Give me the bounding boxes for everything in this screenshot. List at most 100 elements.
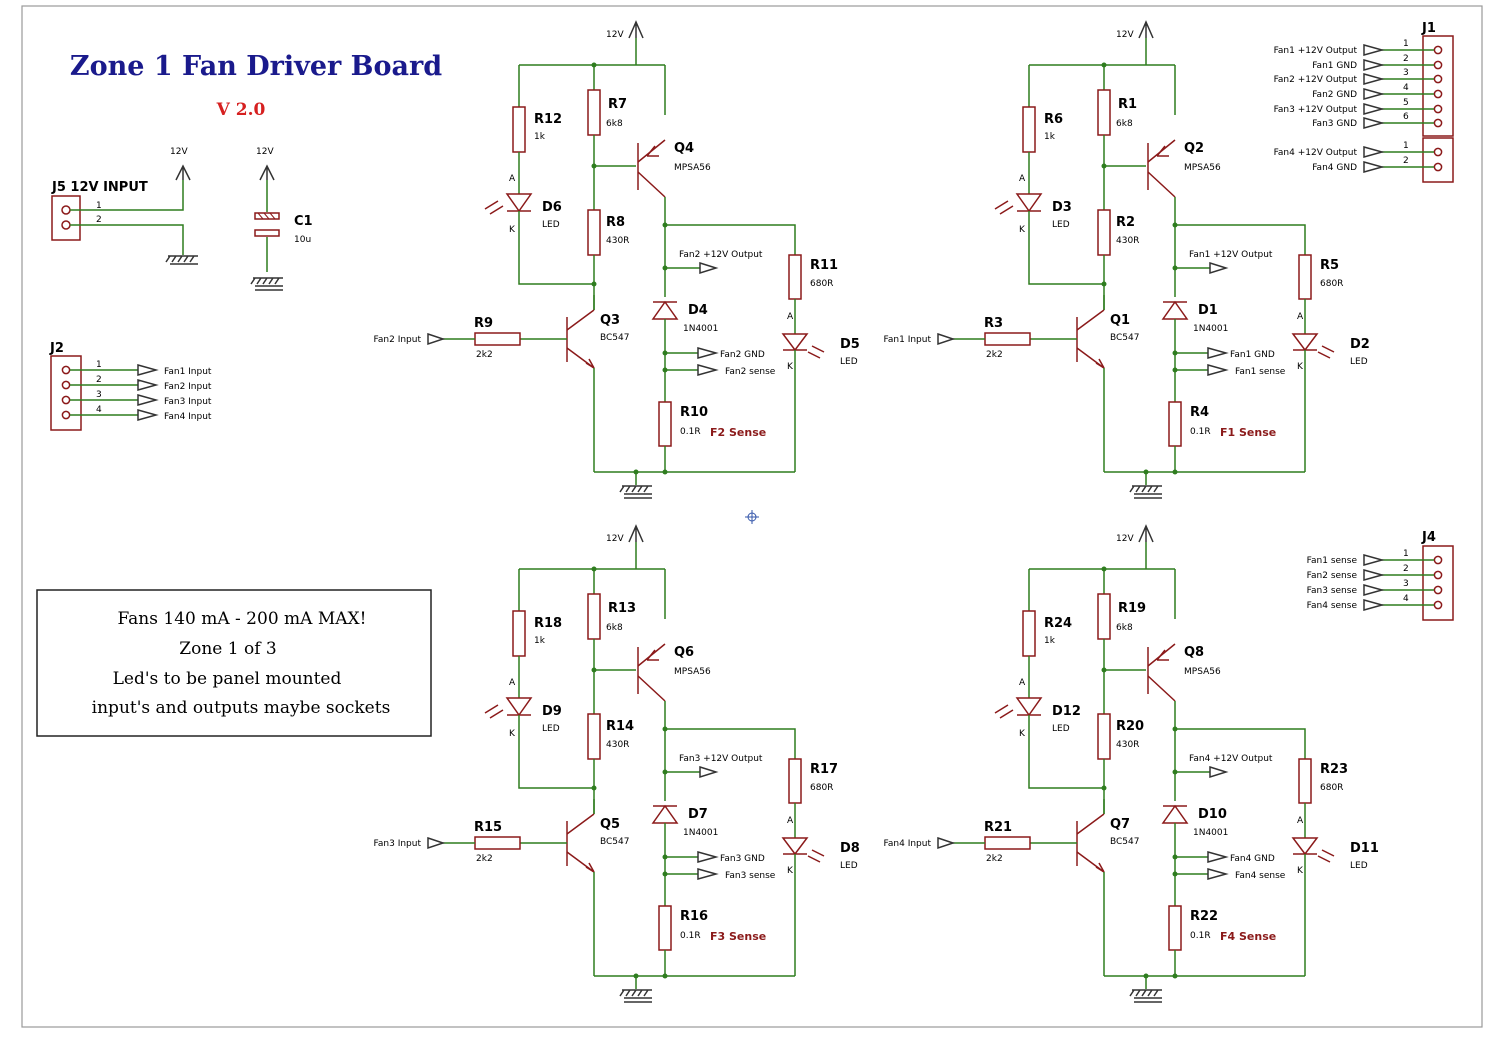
- j1-net-label: Fan1 +12V Output: [1274, 46, 1358, 56]
- net-wire: [1175, 224, 1306, 255]
- j2-pin-number: 2: [96, 375, 102, 385]
- resistor-value: 6k8: [1116, 119, 1133, 129]
- port-arrow: [137, 379, 159, 391]
- note-line: Led's to be panel mounted: [113, 669, 342, 689]
- led-diode: [1015, 193, 1043, 213]
- junction-dot: [591, 281, 597, 287]
- port-arrow: [1363, 146, 1385, 158]
- cathode-label: K: [787, 362, 794, 372]
- resistor-value: 6k8: [1116, 623, 1133, 633]
- diode-ref: D7: [688, 807, 708, 822]
- diode-type: LED: [1052, 220, 1070, 230]
- fan-input-label: Fan1 Input: [884, 335, 932, 345]
- fan-gnd-label: Fan1 GND: [1230, 350, 1275, 360]
- resistor-ref: R14: [606, 719, 634, 734]
- fan-output-label: Fan3 +12V Output: [679, 754, 763, 764]
- led-emission: [807, 849, 825, 863]
- supply-arrow: [628, 20, 644, 39]
- j4-ref: J4: [1421, 530, 1436, 545]
- cathode-label: K: [1019, 729, 1026, 739]
- resistor-value: 680R: [810, 783, 833, 793]
- j1-connector: J1: [1421, 21, 1454, 183]
- diode-type: LED: [840, 861, 858, 871]
- supply-label: 12V: [606, 30, 624, 40]
- net-wire: [1028, 715, 1104, 789]
- net-wire: [1104, 471, 1305, 485]
- resistor: [1298, 254, 1312, 300]
- resistor-value: 2k2: [986, 350, 1003, 360]
- junction-dot: [1101, 566, 1107, 572]
- transistor-type: BC547: [600, 333, 629, 343]
- j4-net-label: Fan1 sense: [1307, 556, 1358, 566]
- diode-type: LED: [840, 357, 858, 367]
- transistor-ref: Q7: [1110, 817, 1130, 832]
- j1-pin-hole: [1433, 118, 1443, 128]
- junction-dot: [1143, 469, 1149, 475]
- supply-arrow: [1138, 20, 1154, 39]
- resistor: [512, 610, 526, 657]
- led-diode: [1291, 837, 1319, 856]
- diode-ref: D1: [1198, 303, 1218, 318]
- j4-net-label: Fan3 sense: [1307, 586, 1358, 596]
- resistor-ref: R2: [1116, 215, 1135, 230]
- resistor: [788, 254, 802, 300]
- net-wire: [1175, 352, 1208, 371]
- net-wire: [665, 856, 698, 875]
- j2-net-label: Fan1 Input: [164, 367, 212, 377]
- npn-arrow: [585, 358, 595, 369]
- diode-type: LED: [1350, 861, 1368, 871]
- note-line: Zone 1 of 3: [179, 639, 276, 659]
- ground-symbol: [1129, 989, 1162, 1003]
- j4-pin-hole: [1433, 570, 1443, 580]
- transistor-ref: Q6: [674, 645, 694, 660]
- origin-crosshair: [745, 510, 759, 524]
- j1-pin-hole: [1433, 74, 1443, 84]
- resistor: [658, 905, 672, 951]
- junction-dot: [1101, 281, 1107, 287]
- net-wire: [1175, 856, 1208, 875]
- junction-dot: [662, 469, 668, 475]
- j1-pin-hole: [1433, 104, 1443, 114]
- transistor-pnp: [625, 647, 675, 697]
- resistor: [1168, 401, 1182, 447]
- fan-output-label: Fan1 +12V Output: [1189, 250, 1273, 260]
- junction-dot: [591, 566, 597, 572]
- pnp-leads: [637, 139, 666, 198]
- cathode-label: K: [1297, 362, 1304, 372]
- resistor-value: 0.1R: [1190, 427, 1211, 437]
- resistor-ref: R5: [1320, 258, 1339, 273]
- transistor-pnp: [625, 143, 675, 193]
- anode-label: A: [787, 816, 794, 826]
- resistor-ref: R21: [984, 820, 1012, 835]
- capacitor-plate: [254, 229, 280, 237]
- j1-pin-number: 4: [1403, 83, 1409, 93]
- j2-pin-number: 3: [96, 390, 102, 400]
- led-diode: [1291, 333, 1319, 352]
- ground-symbol: [619, 989, 652, 1003]
- resistor-value: 1k: [534, 132, 546, 142]
- j2-pin-hole: [61, 365, 71, 375]
- resistor: [587, 593, 601, 640]
- pnp-leads: [1147, 139, 1176, 198]
- j4-pin-hole: [1433, 555, 1443, 565]
- resistor-ref: R9: [474, 316, 493, 331]
- j4-pin-number: 2: [1403, 564, 1409, 574]
- resistor-value: 1k: [1044, 636, 1056, 646]
- resistor: [1298, 758, 1312, 804]
- diode-ref: D10: [1198, 807, 1227, 822]
- j1-pin-number: 1: [1403, 39, 1409, 49]
- resistor-ref: R12: [534, 112, 562, 127]
- resistor-ref: R24: [1044, 616, 1072, 631]
- transistor-type: BC547: [600, 837, 629, 847]
- port-arrow: [1363, 161, 1385, 173]
- j2-connector: J2: [49, 341, 82, 431]
- pnp-leads: [637, 643, 666, 702]
- j1-pin-hole: [1433, 60, 1443, 70]
- j2-net-label: Fan3 Input: [164, 397, 212, 407]
- port-arrow: [1363, 59, 1385, 71]
- j5-pin-1: 1: [96, 201, 102, 211]
- resistor: [1097, 713, 1111, 760]
- pnp-arrow: [646, 145, 659, 157]
- resistor: [788, 758, 802, 804]
